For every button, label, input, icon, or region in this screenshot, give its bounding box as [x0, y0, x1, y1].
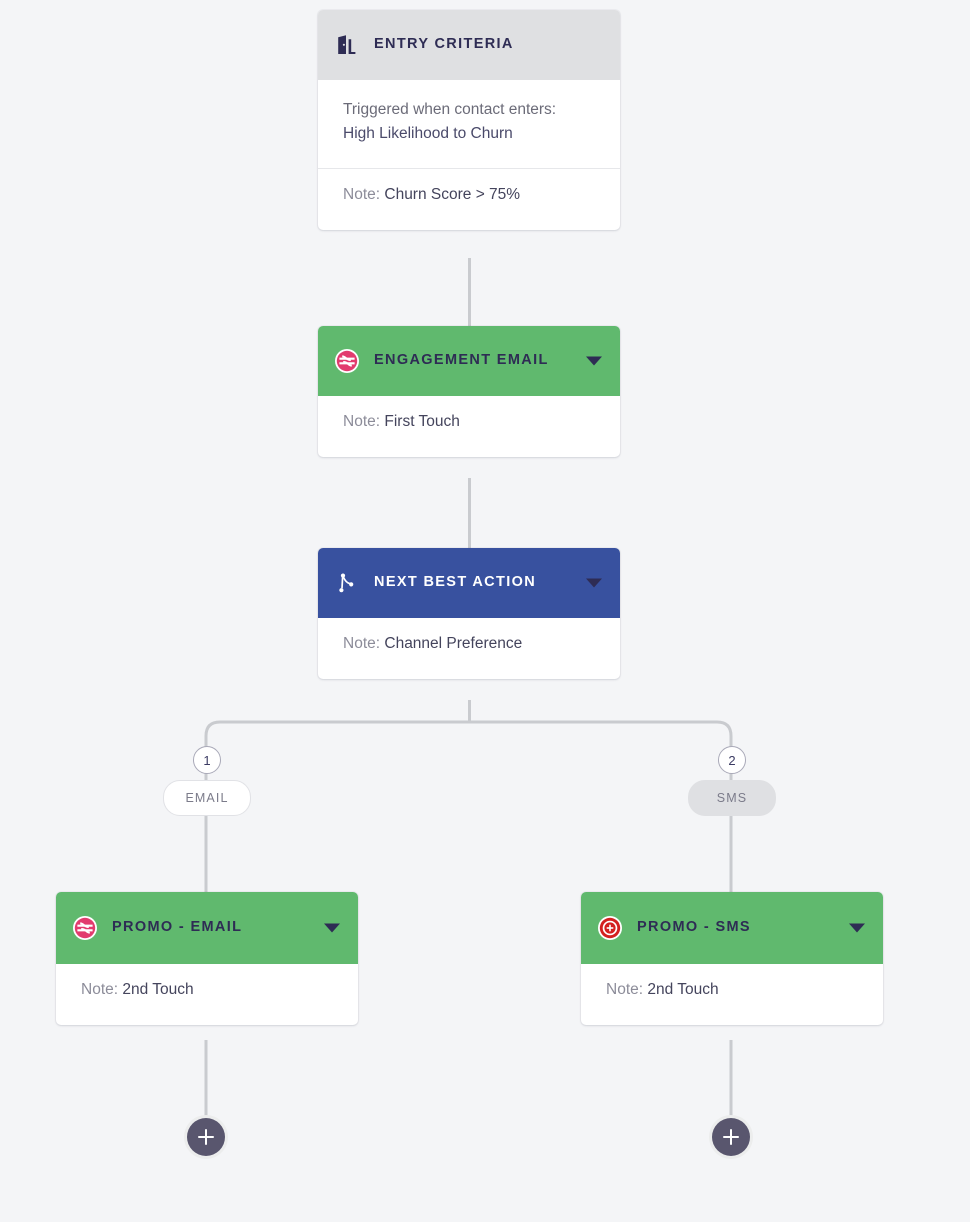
promo-email-title: PROMO - EMAIL: [112, 919, 243, 936]
next-best-action-title: NEXT BEST ACTION: [374, 574, 537, 591]
engagement-email-title: ENGAGEMENT EMAIL: [374, 352, 549, 369]
chevron-down-icon[interactable]: [586, 356, 602, 366]
branch-number-1: 1: [193, 746, 221, 774]
chevron-down-icon[interactable]: [849, 923, 865, 933]
add-step-under-promo-email[interactable]: [187, 1118, 225, 1156]
promo-sms-title: PROMO - SMS: [637, 919, 751, 936]
door-icon: [334, 32, 360, 58]
entry-criteria-title: ENTRY CRITERIA: [374, 36, 514, 53]
add-step-under-promo-sms[interactable]: [712, 1118, 750, 1156]
branch-pill-sms[interactable]: SMS: [688, 780, 776, 816]
email-badge-icon: [72, 915, 98, 941]
promo-email-header[interactable]: PROMO - EMAIL: [56, 892, 358, 964]
next-best-action-note-value: Channel Preference: [384, 635, 523, 652]
branch-number-1-label: 1: [203, 752, 211, 768]
entry-criteria-note: Note: Churn Score > 75%: [318, 168, 620, 230]
chevron-down-icon[interactable]: [586, 578, 602, 588]
chevron-down-icon[interactable]: [324, 923, 340, 933]
node-promo-email[interactable]: PROMO - EMAIL Note: 2nd Touch: [56, 892, 358, 1025]
next-best-action-header[interactable]: NEXT BEST ACTION: [318, 548, 620, 618]
engagement-email-header[interactable]: ENGAGEMENT EMAIL: [318, 326, 620, 396]
node-next-best-action[interactable]: NEXT BEST ACTION Note: Channel Preferenc…: [318, 548, 620, 679]
entry-criteria-note-value: Churn Score > 75%: [384, 186, 521, 204]
branch-number-2: 2: [718, 746, 746, 774]
branch-pill-email[interactable]: EMAIL: [163, 780, 251, 816]
promo-email-note-value: 2nd Touch: [122, 981, 194, 998]
promo-sms-header[interactable]: PROMO - SMS: [581, 892, 883, 964]
node-engagement-email[interactable]: ENGAGEMENT EMAIL Note: First Touch: [318, 326, 620, 457]
sms-badge-icon: [597, 915, 623, 941]
next-best-action-note: Note: Channel Preference: [318, 618, 620, 679]
next-best-action-note-label: Note:: [343, 635, 381, 652]
plus-icon-vertical: [729, 1129, 733, 1145]
entry-criteria-trigger-label: Triggered when contact enters:: [343, 101, 557, 118]
email-badge-icon: [334, 348, 360, 374]
engagement-email-note: Note: First Touch: [318, 396, 620, 457]
branch-pill-sms-label: SMS: [716, 791, 748, 805]
promo-sms-note: Note: 2nd Touch: [581, 964, 883, 1025]
node-entry-criteria[interactable]: ENTRY CRITERIA Triggered when contact en…: [318, 10, 620, 231]
entry-criteria-body: Triggered when contact enters: High Like…: [318, 80, 620, 168]
entry-criteria-header: ENTRY CRITERIA: [318, 10, 620, 80]
engagement-email-note-label: Note:: [343, 413, 381, 430]
promo-sms-note-label: Note:: [606, 981, 644, 998]
node-promo-sms[interactable]: PROMO - SMS Note: 2nd Touch: [581, 892, 883, 1025]
plus-icon-vertical: [204, 1129, 208, 1145]
promo-email-note-label: Note:: [81, 981, 119, 998]
entry-criteria-note-label: Note:: [343, 186, 381, 204]
branch-number-2-label: 2: [728, 752, 736, 768]
branch-icon: [334, 570, 360, 596]
promo-sms-note-value: 2nd Touch: [647, 981, 719, 998]
branch-pill-email-label: EMAIL: [185, 791, 229, 805]
promo-email-note: Note: 2nd Touch: [56, 964, 358, 1025]
entry-criteria-segment-name: High Likelihood to Churn: [343, 125, 513, 143]
engagement-email-note-value: First Touch: [384, 413, 460, 430]
